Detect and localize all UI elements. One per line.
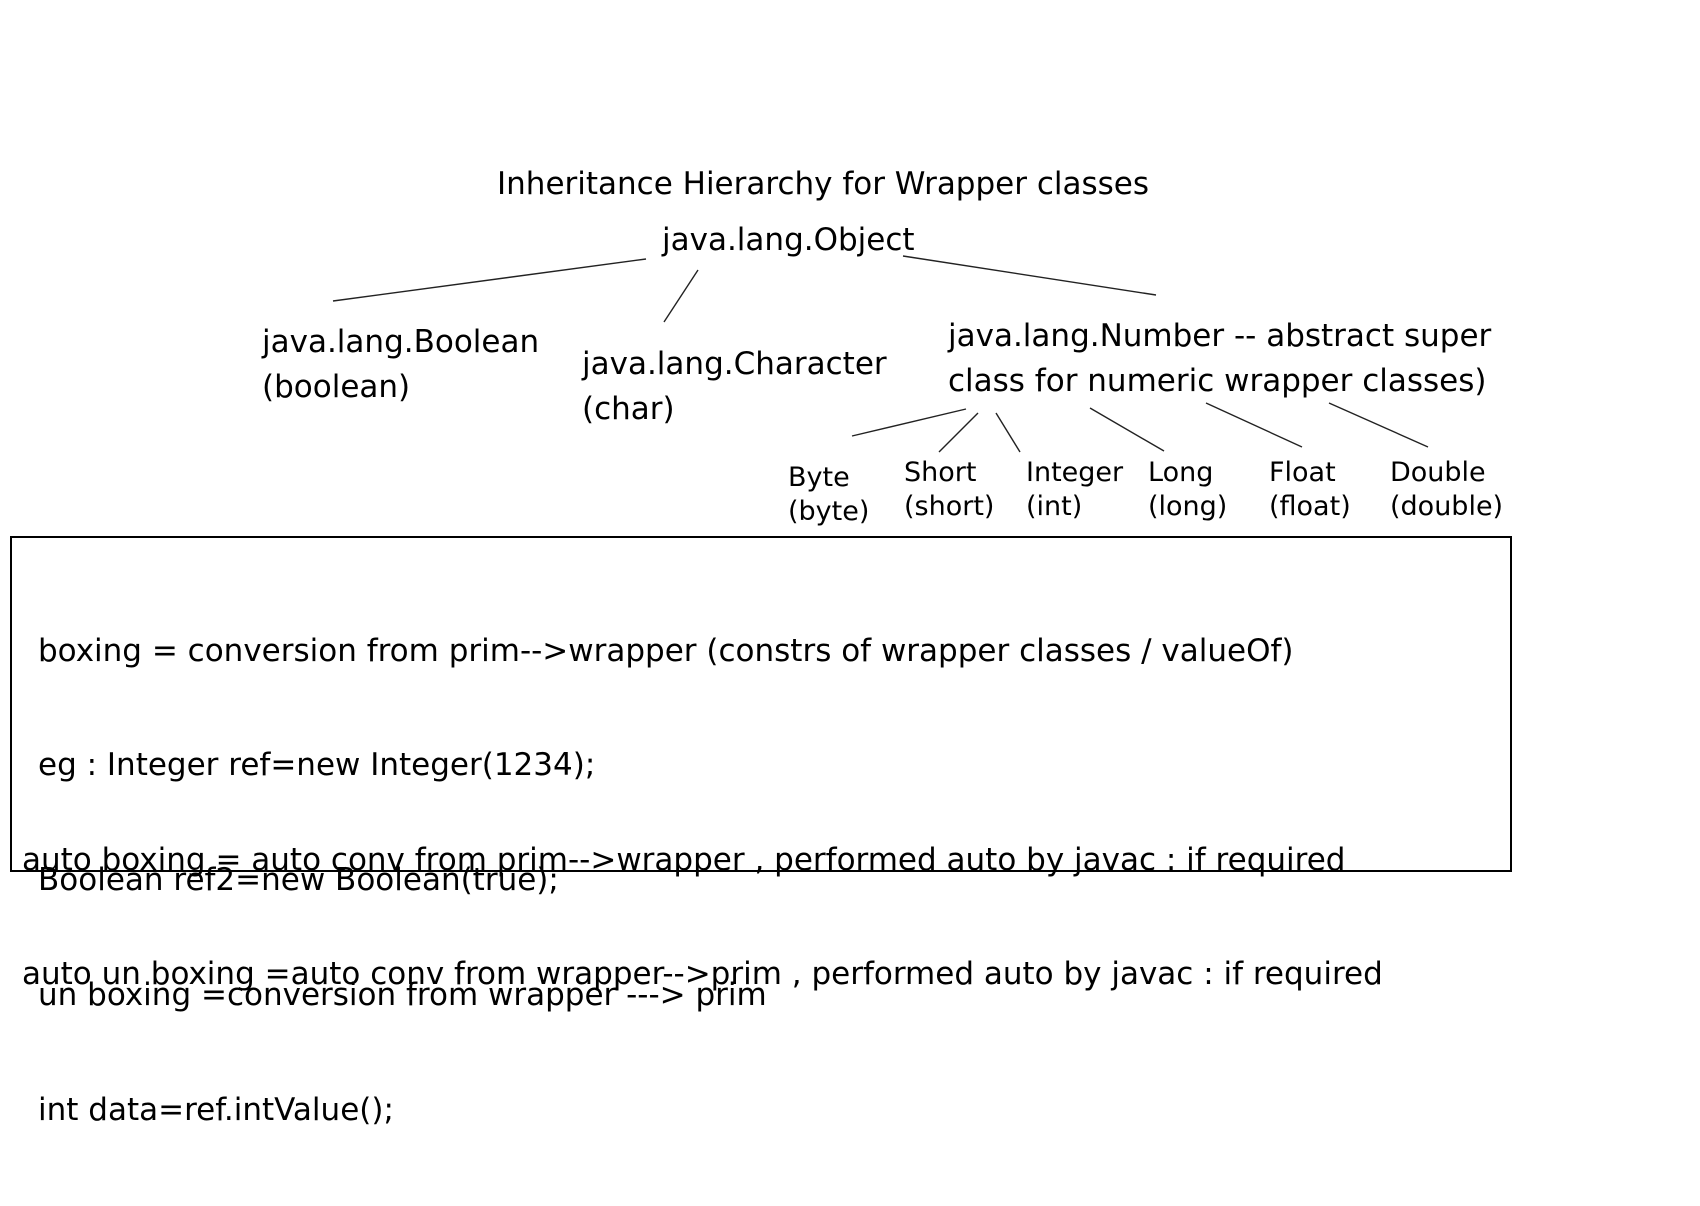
- node-long-prim: (long): [1148, 491, 1228, 522]
- node-float-class: Float: [1269, 457, 1336, 488]
- node-short-prim: (short): [904, 491, 995, 522]
- node-number-class: java.lang.Number -- abstract super: [948, 318, 1492, 354]
- node-character-class: java.lang.Character: [582, 346, 887, 382]
- notes-line-boxing: boxing = conversion from prim-->wrapper …: [38, 632, 1294, 669]
- notes-line-intvalue: int data=ref.intValue();: [38, 1092, 394, 1129]
- node-number-desc: class for numeric wrapper classes): [948, 363, 1487, 399]
- node-byte: Byte (byte): [788, 461, 869, 529]
- autoboxing-explanation: auto boxing = auto conv from prim-->wrap…: [22, 764, 1383, 1070]
- node-short-class: Short: [904, 457, 977, 488]
- node-float-prim: (float): [1269, 491, 1351, 522]
- notes-line-auto-unboxing: auto un boxing =auto conv from wrapper--…: [22, 956, 1383, 993]
- node-byte-prim: (byte): [788, 496, 870, 527]
- node-long: Long (long): [1148, 456, 1227, 524]
- node-float: Float (float): [1269, 456, 1351, 524]
- hierarchy-connectors: [332, 255, 1429, 453]
- connector-object-character: [663, 269, 699, 323]
- boxing-notes-box: boxing = conversion from prim-->wrapper …: [10, 536, 1512, 1128]
- connector-number-float: [1205, 402, 1303, 448]
- connector-number-double: [1328, 402, 1429, 448]
- node-boolean-class: java.lang.Boolean: [262, 324, 540, 360]
- connector-object-number: [902, 255, 1157, 296]
- connector-number-short: [938, 412, 979, 453]
- diagram-title: Inheritance Hierarchy for Wrapper classe…: [497, 166, 1150, 202]
- node-boolean-prim: (boolean): [262, 369, 411, 405]
- node-number: java.lang.Number -- abstract super class…: [948, 314, 1491, 404]
- node-character: java.lang.Character (char): [582, 342, 887, 432]
- node-integer-class: Integer: [1026, 457, 1124, 488]
- connector-number-long: [1089, 407, 1165, 452]
- node-byte-class: Byte: [788, 462, 850, 493]
- node-double-class: Double: [1390, 457, 1486, 488]
- node-java-lang-object: java.lang.Object: [662, 222, 915, 258]
- notes-line-autoboxing: auto boxing = auto conv from prim-->wrap…: [22, 841, 1346, 878]
- node-double: Double (double): [1390, 456, 1503, 524]
- node-double-prim: (double): [1390, 491, 1504, 522]
- connector-number-integer: [995, 412, 1021, 453]
- notes-line-example: eg : Integer ref=new Integer(1234);: [38, 747, 596, 784]
- node-long-class: Long: [1148, 457, 1214, 488]
- node-short: Short (short): [904, 456, 994, 524]
- node-integer-prim: (int): [1026, 491, 1083, 522]
- connector-object-boolean: [332, 258, 647, 302]
- node-boolean: java.lang.Boolean (boolean): [262, 320, 539, 410]
- node-character-prim: (char): [582, 391, 675, 427]
- connector-number-byte: [851, 408, 967, 437]
- notes-line-boolean-example: Boolean ref2=new Boolean(true);: [38, 862, 559, 899]
- node-integer: Integer (int): [1026, 456, 1123, 524]
